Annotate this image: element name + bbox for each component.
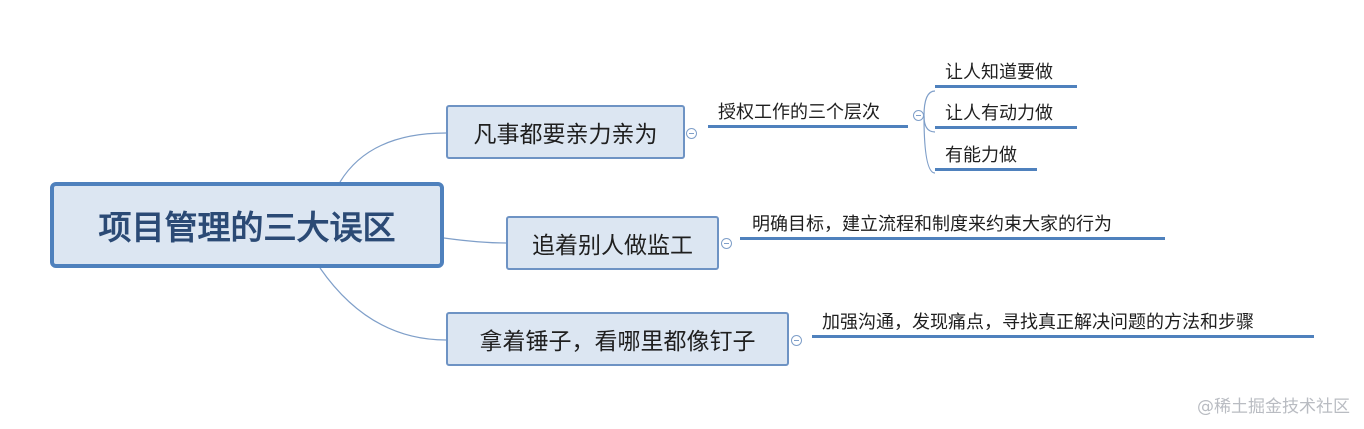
collapse-toggle-icon[interactable] <box>913 110 924 121</box>
subtopic-goals-process[interactable]: 明确目标，建立流程和制度来约束大家的行为 <box>740 213 1165 240</box>
connector-root-branch-1 <box>339 132 447 183</box>
connector-sub-leaf-3 <box>923 115 936 174</box>
leaf-topic-2[interactable]: 让人有动力做 <box>935 102 1077 129</box>
watermark: @稀土掘金技术社区 <box>1197 397 1350 417</box>
collapse-toggle-icon[interactable] <box>791 335 802 346</box>
root-topic-label: 项目管理的三大误区 <box>98 208 396 247</box>
leaf-topic-3[interactable]: 有能力做 <box>935 144 1037 171</box>
branch-topic-2[interactable]: 追着别人做监工 <box>506 216 719 270</box>
branch-topic-2-label: 追着别人做监工 <box>532 233 693 259</box>
collapse-toggle-icon[interactable] <box>721 238 732 249</box>
collapse-toggle-icon[interactable] <box>686 128 697 139</box>
leaf-topic-1[interactable]: 让人知道要做 <box>935 61 1077 88</box>
subtopic-goals-process-label: 明确目标，建立流程和制度来约束大家的行为 <box>752 214 1112 235</box>
root-topic[interactable]: 项目管理的三大误区 <box>50 182 444 268</box>
connector-root-branch-2 <box>443 237 507 244</box>
subtopic-communication-label: 加强沟通，发现痛点，寻找真正解决问题的方法和步骤 <box>822 312 1254 333</box>
leaf-topic-3-label: 有能力做 <box>945 145 1017 166</box>
subtopic-delegation-levels[interactable]: 授权工作的三个层次 <box>708 101 908 128</box>
branch-topic-3-label: 拿着锤子，看哪里都像钉子 <box>479 329 756 355</box>
branch-topic-1-label: 凡事都要亲力亲为 <box>473 122 658 148</box>
subtopic-communication[interactable]: 加强沟通，发现痛点，寻找真正解决问题的方法和步骤 <box>812 311 1314 338</box>
subtopic-delegation-levels-label: 授权工作的三个层次 <box>718 102 880 123</box>
leaf-topic-1-label: 让人知道要做 <box>945 62 1053 83</box>
leaf-topic-2-label: 让人有动力做 <box>945 103 1053 124</box>
connector-sub-leaf-1 <box>923 90 936 117</box>
connector-sub-leaf-2 <box>923 115 936 133</box>
branch-topic-3[interactable]: 拿着锤子，看哪里都像钉子 <box>446 312 789 366</box>
connector-root-branch-3 <box>319 267 447 341</box>
branch-topic-1[interactable]: 凡事都要亲力亲为 <box>446 105 685 159</box>
